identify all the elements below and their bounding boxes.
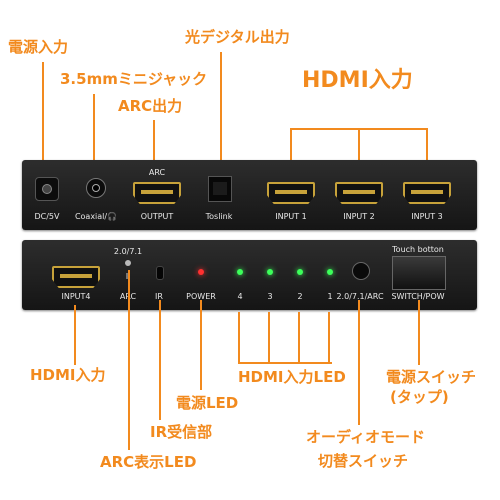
ir-receiver-callout: IR受信部 [150,423,213,441]
power-switch-callout-line1: 電源スイッチ [386,368,477,386]
leader-hdmi4 [74,305,76,365]
toslink-port-shutter [213,182,227,195]
toslink-port [208,176,232,202]
dc-port [35,177,59,201]
input4-label: INPUT4 [61,292,91,301]
leader-hdmi-led-4 [238,312,240,363]
coaxial-label: Coaxial/🎧 [74,212,118,221]
power-led-callout: 電源LED [176,394,239,412]
mode-label: 2.0/7.1/ARC [336,292,384,301]
mini-jack-callout: 3.5mmミニジャック [60,70,208,88]
version-label: 2.0/7.1 [113,247,143,256]
leader-arc [153,120,155,170]
input3-led [267,269,273,275]
rear-panel: DC/5V Coaxial/🎧 ARC OUTPUT Toslink INPUT… [22,160,477,230]
leader-minijack [93,94,95,174]
ir-receiver [156,266,164,280]
hdmi-input1-port [267,182,315,204]
power-switch-callout-line2: (タップ) [390,388,449,406]
touch-switch-panel [392,256,446,290]
leader-hdmi-led-3 [268,312,270,363]
leader-ir [159,300,161,420]
leader-power-switch [418,300,420,365]
leader-hdmi-3 [426,128,428,163]
hdmi-output-port [133,182,181,204]
hdmi-input-led-callout: HDMI入力LED [238,368,346,386]
leader-hdmi-led-1 [328,312,330,363]
arc-led-lower [126,273,129,279]
audio-mode-callout-line2: 切替スイッチ [318,452,409,470]
switch-label: SWITCH/POW [391,292,445,301]
hdmi-input3-port [403,182,451,204]
led3-label: 3 [267,292,273,301]
input2-led [297,269,303,275]
input4-led [237,269,243,275]
ir-label: IR [155,292,163,301]
leader-hdmi-1 [290,128,292,163]
led2-label: 2 [297,292,303,301]
led4-label: 4 [237,292,243,301]
front-panel: INPUT4 2.0/7.1 ARC IR POWER 4 3 2 1 2.0/… [22,240,477,310]
led1-label: 1 [327,292,333,301]
output-label: OUTPUT [140,212,174,221]
leader-hdmi-led-bar [238,362,332,364]
input1-label: INPUT 1 [275,212,307,221]
dc-port-pin [42,184,52,194]
hdmi-input-bottom-callout: HDMI入力 [30,366,106,384]
arc-top-label: ARC [148,168,166,177]
hdmi-input-top-callout: HDMI入力 [302,68,413,93]
coaxial-port [86,178,106,198]
input1-led [327,269,333,275]
hdmi-input2-port [335,182,383,204]
leader-hdmi-2 [358,128,360,163]
leader-optical [220,52,222,172]
hdmi-input4-port [52,266,100,288]
arc-led-callout: ARC表示LED [100,453,197,471]
coaxial-port-hole [92,184,100,192]
audio-mode-callout-line1: オーディオモード [306,428,425,446]
power-led [198,269,204,275]
power-label: POWER [186,292,216,301]
leader-hdmi-led-2 [298,312,300,363]
optical-out-callout: 光デジタル出力 [185,28,290,46]
audio-mode-button [352,262,370,280]
leader-audio-mode [358,300,360,425]
toslink-label: Toslink [205,212,233,221]
input2-label: INPUT 2 [343,212,375,221]
leader-arc-led [128,270,130,450]
touch-label: Touch botton [392,245,444,254]
input3-label: INPUT 3 [411,212,443,221]
dc-label: DC/5V [34,212,60,221]
arc-out-callout: ARC出力 [118,97,183,115]
leader-power [42,62,44,164]
power-input-callout: 電源入力 [8,38,69,56]
arc-led [125,260,131,266]
leader-power-led [200,300,202,390]
